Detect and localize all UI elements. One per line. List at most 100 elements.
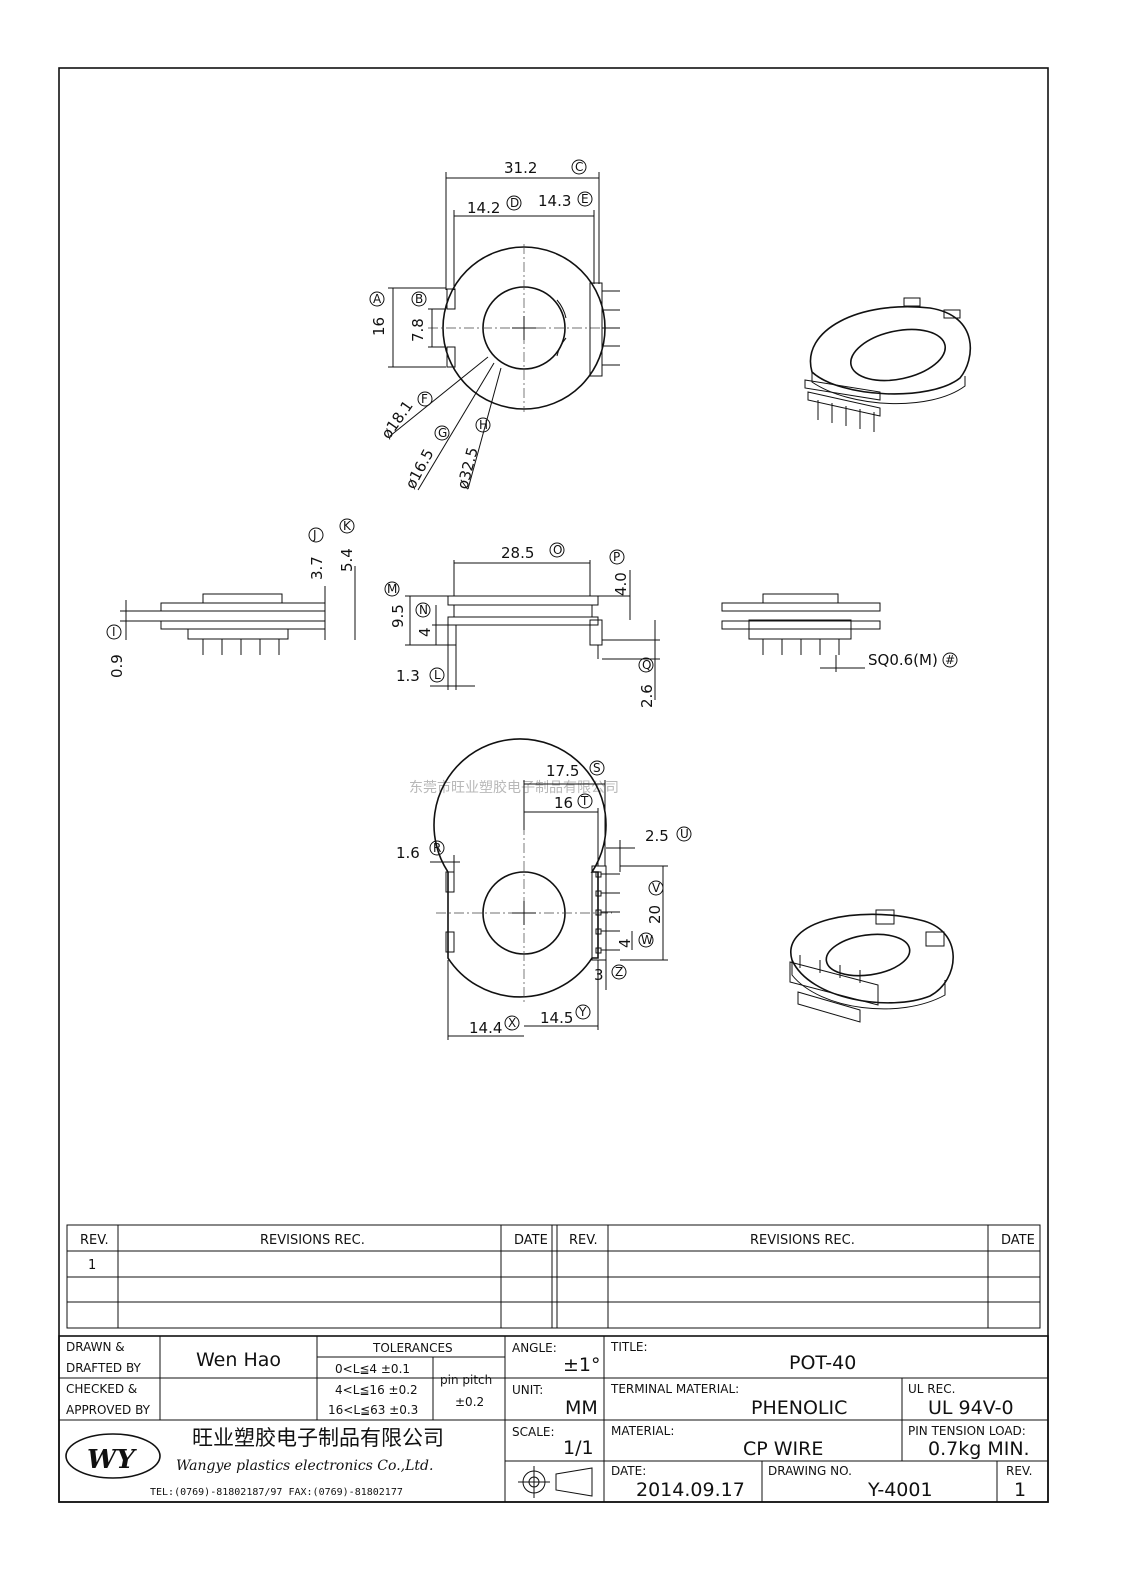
svg-text:T: T xyxy=(580,794,589,808)
revisions-table xyxy=(66,1224,1041,1329)
svg-text:#: # xyxy=(945,653,955,667)
svg-text:B: B xyxy=(415,292,423,306)
dim-dia-g: ø16.5 xyxy=(402,446,438,492)
svg-text:Q: Q xyxy=(642,658,651,672)
title-value: POT-40 xyxy=(789,1352,856,1374)
material-label: MATERIAL: xyxy=(611,1424,674,1438)
dim-left-half: 14.2 xyxy=(467,199,500,217)
title-block xyxy=(58,1335,1049,1503)
top-view-callouts: C D E A B F G H xyxy=(369,159,593,441)
tolerances-title: TOLERANCES xyxy=(372,1341,453,1355)
svg-text:V: V xyxy=(652,881,661,895)
checked-label-1: CHECKED & xyxy=(66,1382,137,1396)
dim-v: 20 xyxy=(646,905,664,924)
rev-value: 1 xyxy=(1014,1479,1026,1501)
svg-text:H: H xyxy=(479,418,488,432)
svg-text:G: G xyxy=(438,426,447,440)
terminal-label: TERMINAL MATERIAL: xyxy=(610,1382,739,1396)
scale-value: 1/1 xyxy=(563,1437,594,1459)
rev-header-2: REV. xyxy=(569,1233,598,1248)
side-view-left xyxy=(120,566,356,655)
svg-text:I: I xyxy=(112,625,116,639)
svg-text:E: E xyxy=(581,192,589,206)
pin-pitch-value: ±0.2 xyxy=(455,1395,484,1409)
dim-s: 17.5 xyxy=(546,762,579,780)
svg-text:F: F xyxy=(421,392,428,406)
isometric-view-bottom xyxy=(789,909,954,1023)
svg-text:Y: Y xyxy=(578,1005,587,1019)
watermark: 东莞市旺业塑胶电子制品有限公司 xyxy=(409,779,619,796)
rev-label: REV. xyxy=(1006,1464,1032,1478)
svg-text:X: X xyxy=(508,1016,516,1030)
dim-w: 4 xyxy=(616,938,634,948)
pin-tension-value: 0.7kg MIN. xyxy=(928,1438,1030,1460)
dim-q: 2.6 xyxy=(638,684,656,708)
dim-t: 16 xyxy=(554,794,573,812)
dim-top-width: 28.5 xyxy=(501,544,534,562)
dim-n: 4 xyxy=(416,627,434,637)
dim-p: 4.0 xyxy=(612,572,630,596)
dim-i: 0.9 xyxy=(108,654,126,678)
svg-text:D: D xyxy=(510,196,519,210)
dim-y: 14.5 xyxy=(540,1009,573,1027)
angle-value: ±1° xyxy=(563,1354,601,1376)
unit-label: UNIT: xyxy=(512,1383,543,1397)
svg-text:Z: Z xyxy=(615,965,623,979)
drawing-no-label: DRAWING NO. xyxy=(768,1464,852,1478)
company-contact: TEL:(0769)-81802187/97 FAX:(0769)-818021… xyxy=(150,1487,403,1498)
svg-text:R: R xyxy=(433,841,441,855)
dim-l: 1.3 xyxy=(396,667,420,685)
dim-dia-h: ø32.5 xyxy=(453,445,481,491)
front-view xyxy=(405,560,660,700)
revisions-header-1: REVISIONS REC. xyxy=(260,1233,365,1248)
date-header-2: DATE xyxy=(1001,1233,1035,1248)
rev-header-1: REV. xyxy=(80,1233,109,1248)
pin-note: SQ0.6(M) xyxy=(868,651,938,669)
tolerance-2: 4<L≦16 ±0.2 xyxy=(335,1383,418,1397)
date-label: DATE: xyxy=(611,1464,646,1478)
drawn-label-1: DRAWN & xyxy=(66,1340,125,1354)
tolerance-1: 0<L≦4 ±0.1 xyxy=(335,1362,410,1376)
ul-label: UL REC. xyxy=(908,1382,955,1396)
dim-u: 2.5 xyxy=(645,827,669,845)
tolerance-3: 16<L≦63 ±0.3 xyxy=(328,1403,418,1417)
svg-text:O: O xyxy=(553,543,562,557)
svg-text:K: K xyxy=(343,519,352,533)
unit-value: MM xyxy=(565,1397,598,1419)
dim-window-height: 16 xyxy=(370,317,388,336)
title-label: TITLE: xyxy=(610,1340,648,1354)
angle-label: ANGLE: xyxy=(512,1341,557,1355)
dim-r: 1.6 xyxy=(396,844,420,862)
svg-text:C: C xyxy=(575,160,583,174)
svg-text:U: U xyxy=(680,827,689,841)
top-view xyxy=(388,172,620,491)
terminal-value: PHENOLIC xyxy=(751,1397,847,1419)
svg-text:S: S xyxy=(593,761,601,775)
date-header-1: DATE xyxy=(514,1233,548,1248)
dim-x: 14.4 xyxy=(469,1019,502,1037)
isometric-view-top xyxy=(804,297,972,432)
pin-tension-label: PIN TENSION LOAD: xyxy=(908,1424,1026,1438)
svg-text:M: M xyxy=(387,582,397,596)
revisions-header-2: REVISIONS REC. xyxy=(750,1233,855,1248)
drawn-label-2: DRAFTED BY xyxy=(66,1361,142,1375)
side-view-left-callouts: J K I xyxy=(106,518,355,640)
svg-text:J: J xyxy=(312,528,317,542)
pin-pitch-label: pin pitch xyxy=(440,1373,492,1387)
checked-label-2: APPROVED BY xyxy=(66,1403,151,1417)
dim-k: 5.4 xyxy=(338,548,356,572)
dim-j: 3.7 xyxy=(308,556,326,580)
bottom-view-callouts: S T R U V W Z X Y xyxy=(429,760,692,1031)
svg-text:W: W xyxy=(641,933,653,947)
bottom-view xyxy=(430,738,668,1040)
drawn-by: Wen Hao xyxy=(196,1349,281,1371)
scale-label: SCALE: xyxy=(512,1425,555,1439)
dim-z: 3 xyxy=(594,966,604,984)
svg-text:L: L xyxy=(434,668,441,682)
side-view-right-callouts: # xyxy=(942,652,958,668)
company-logo: WY xyxy=(87,1445,137,1475)
svg-text:N: N xyxy=(419,603,428,617)
side-view-right xyxy=(721,593,881,672)
rev-row-1-rev: 1 xyxy=(88,1258,96,1273)
